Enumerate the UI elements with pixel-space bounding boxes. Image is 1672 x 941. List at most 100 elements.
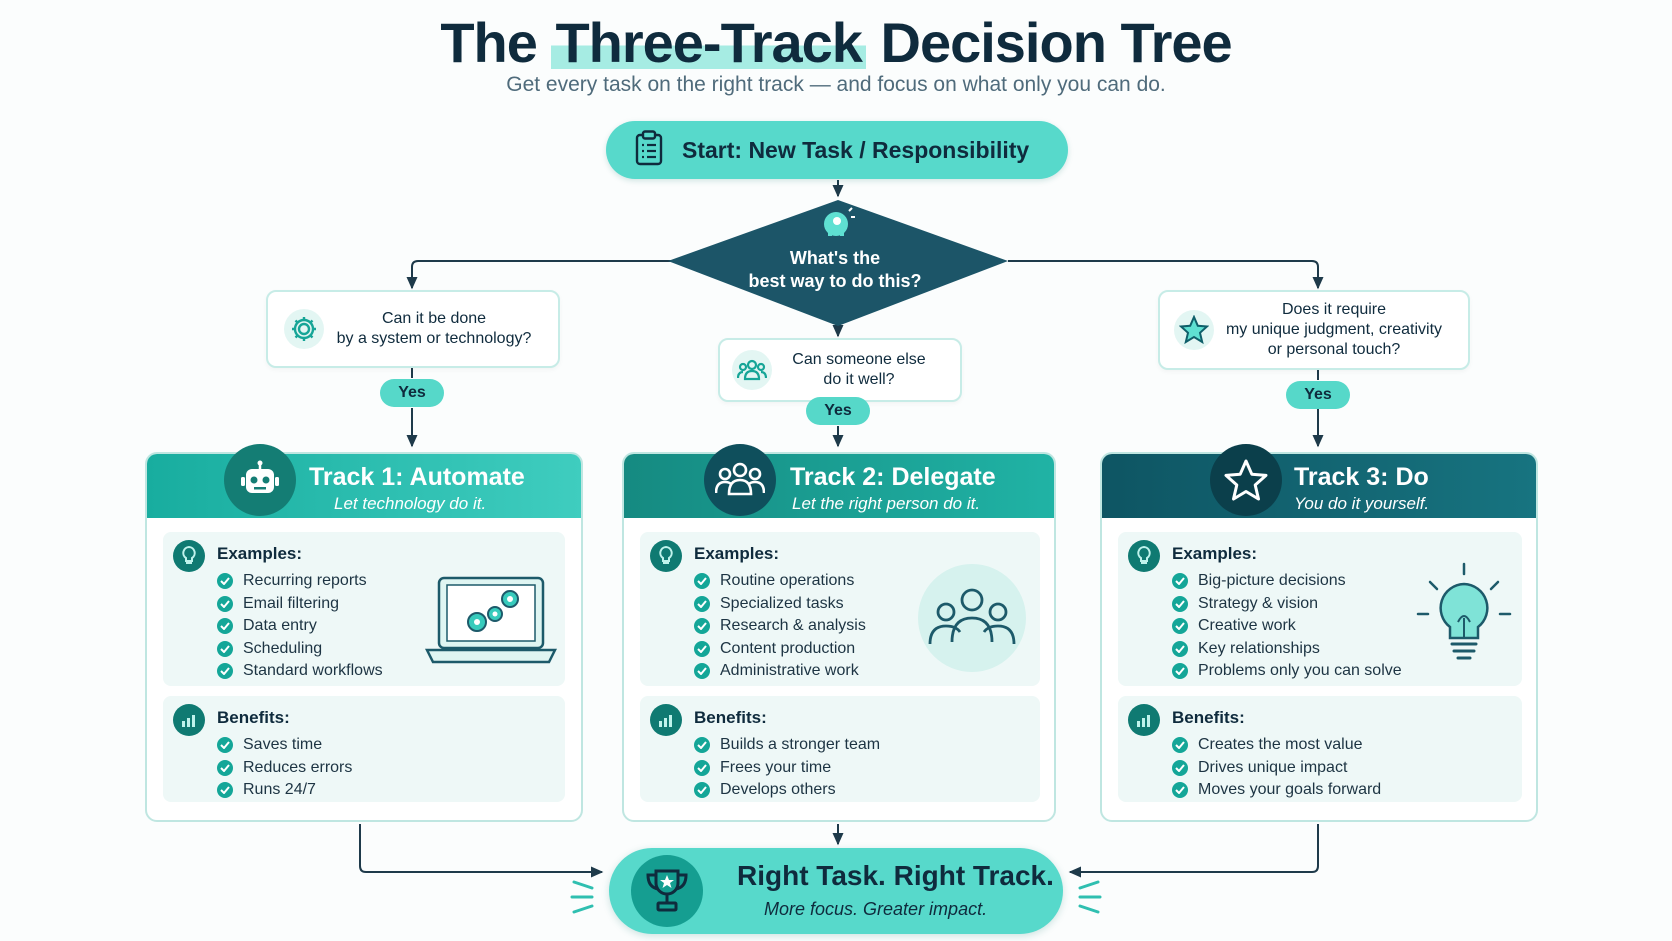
check-icon xyxy=(1172,595,1188,612)
star-icon xyxy=(1174,310,1214,350)
check-icon xyxy=(217,663,233,680)
track-title: Track 2: Delegate xyxy=(790,463,996,491)
examples-list: Recurring reports Email filtering Data e… xyxy=(217,570,383,683)
benefits-list: Creates the most value Drives unique imp… xyxy=(1172,734,1381,802)
list-item: Problems only you can solve xyxy=(1172,660,1402,683)
decision-question: What's the best way to do this? xyxy=(748,248,922,291)
check-icon xyxy=(694,663,710,680)
chart-up-icon xyxy=(173,704,205,736)
list-item: Frees your time xyxy=(694,757,880,780)
check-icon xyxy=(694,737,710,754)
lightbulb-icon xyxy=(1128,540,1160,572)
track-subtitle: Let the right person do it. xyxy=(792,494,981,513)
group-icon xyxy=(916,562,1028,679)
gear-icon xyxy=(284,309,324,349)
page-subtitle: Get every task on the right track — and … xyxy=(506,73,1166,96)
track-subtitle: Let technology do it. xyxy=(334,494,487,513)
list-item: Data entry xyxy=(217,615,383,638)
list-item: Research & analysis xyxy=(694,615,866,638)
benefits-list: Builds a stronger team Frees your time D… xyxy=(694,734,880,802)
list-item: Builds a stronger team xyxy=(694,734,880,757)
lightbulb-icon xyxy=(1416,562,1512,673)
track-subtitle: You do it yourself. xyxy=(1294,494,1430,513)
track-automate-card: Track 1: Automate Let technology do it. … xyxy=(145,452,583,822)
result-title: Right Task. Right Track. xyxy=(737,860,1054,891)
track-delegate-card: Track 2: Delegate Let the right person d… xyxy=(622,452,1056,822)
examples-heading: Examples: xyxy=(217,544,303,563)
star-outline-icon xyxy=(1210,444,1282,516)
list-item: Email filtering xyxy=(217,593,383,616)
trophy-icon xyxy=(631,855,703,927)
chart-up-icon xyxy=(1128,704,1160,736)
list-item: Routine operations xyxy=(694,570,866,593)
list-item: Creative work xyxy=(1172,615,1402,638)
check-icon xyxy=(1172,618,1188,635)
result-node: Right Task. Right Track. More focus. Gre… xyxy=(609,848,1063,934)
list-item: Administrative work xyxy=(694,660,866,683)
people-icon xyxy=(732,350,772,390)
check-icon xyxy=(217,618,233,635)
check-icon xyxy=(694,640,710,657)
decision-diamond xyxy=(668,200,1008,326)
check-icon xyxy=(217,737,233,754)
clipboard-icon xyxy=(634,129,664,171)
check-icon xyxy=(694,573,710,590)
track-do-card: Track 3: Do You do it yourself. Examples… xyxy=(1100,452,1538,822)
lightbulb-icon xyxy=(650,540,682,572)
list-item: Key relationships xyxy=(1172,638,1402,661)
start-label: Start: New Task / Responsibility xyxy=(682,136,1030,163)
check-icon xyxy=(1172,663,1188,680)
check-icon xyxy=(1172,640,1188,657)
start-node: Start: New Task / Responsibility xyxy=(606,121,1068,179)
list-item: Moves your goals forward xyxy=(1172,779,1381,802)
list-item: Big-picture decisions xyxy=(1172,570,1402,593)
examples-panel: Examples: Routine operations Specialized… xyxy=(640,532,1040,686)
list-item: Specialized tasks xyxy=(694,593,866,616)
robot-icon xyxy=(224,444,296,516)
list-item: Develops others xyxy=(694,779,880,802)
check-icon xyxy=(217,640,233,657)
team-icon xyxy=(704,444,776,516)
check-icon xyxy=(1172,782,1188,799)
track-title: Track 3: Do xyxy=(1294,463,1429,491)
benefits-panel: Benefits: Creates the most value Drives … xyxy=(1118,696,1522,802)
check-icon xyxy=(1172,737,1188,754)
benefits-heading: Benefits: xyxy=(217,708,290,727)
yes-badge-delegate: Yes xyxy=(806,397,870,425)
check-icon xyxy=(694,595,710,612)
list-item: Runs 24/7 xyxy=(217,779,352,802)
result-subtitle: More focus. Greater impact. xyxy=(764,899,988,919)
list-item: Creates the most value xyxy=(1172,734,1381,757)
list-item: Content production xyxy=(694,638,866,661)
check-icon xyxy=(217,573,233,590)
check-icon xyxy=(694,759,710,776)
benefits-panel: Benefits: Saves time Reduces errors Runs… xyxy=(163,696,565,802)
list-item: Reduces errors xyxy=(217,757,352,780)
track-header: Track 1: Automate Let technology do it. xyxy=(147,454,581,518)
check-icon xyxy=(694,618,710,635)
examples-heading: Examples: xyxy=(1172,544,1258,563)
lightbulb-icon xyxy=(173,540,205,572)
examples-heading: Examples: xyxy=(694,544,780,563)
benefits-panel: Benefits: Builds a stronger team Frees y… xyxy=(640,696,1040,802)
yes-badge-automate: Yes xyxy=(380,379,444,407)
list-item: Drives unique impact xyxy=(1172,757,1381,780)
check-icon xyxy=(1172,759,1188,776)
check-icon xyxy=(1172,573,1188,590)
examples-list: Routine operations Specialized tasks Res… xyxy=(694,570,866,683)
benefits-heading: Benefits: xyxy=(1172,708,1245,727)
list-item: Recurring reports xyxy=(217,570,383,593)
benefits-list: Saves time Reduces errors Runs 24/7 xyxy=(217,734,352,802)
list-item: Strategy & vision xyxy=(1172,593,1402,616)
track-header: Track 3: Do You do it yourself. xyxy=(1102,454,1536,518)
list-item: Scheduling xyxy=(217,638,383,661)
yes-badge-do: Yes xyxy=(1286,381,1350,409)
chart-up-icon xyxy=(650,704,682,736)
check-icon xyxy=(217,782,233,799)
page-title: The Three-Track Decision Tree xyxy=(440,11,1233,74)
laptop-gears-icon xyxy=(424,574,558,671)
